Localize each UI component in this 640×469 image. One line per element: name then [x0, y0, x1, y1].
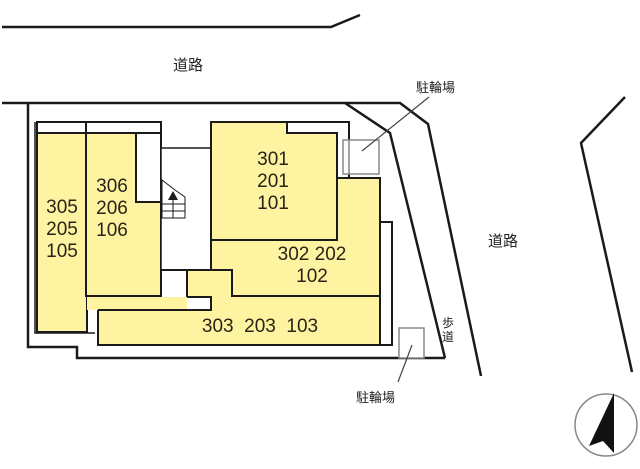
unit-label-north: 301 201 101: [251, 149, 295, 215]
unit-fill-connector: [87, 297, 187, 310]
unit-206: 206: [96, 198, 128, 219]
unit-102: 102: [296, 266, 328, 287]
north-road-label: 道路: [173, 56, 204, 74]
bicycle-parking-south-label: 駐輪場: [356, 391, 396, 406]
unit-303-203-103: 303 203 103: [201, 316, 319, 337]
unit-201: 201: [257, 171, 289, 192]
unit-label-east: 302 202 102: [262, 244, 362, 288]
east-road-label: 道路: [488, 232, 519, 250]
sidewalk-edge: [345, 101, 483, 377]
stairs-up-arrow-icon: [161, 178, 186, 219]
unit-106: 106: [96, 220, 128, 241]
sidewalk-label: 歩 道: [441, 316, 455, 344]
site-boundary-north: [2, 101, 447, 359]
unit-101: 101: [257, 193, 289, 214]
east-road-edge: [579, 96, 634, 373]
unit-301: 301: [257, 149, 289, 170]
site-boundary: [26, 103, 445, 360]
sidewalk-label-bottom: 道: [441, 330, 454, 344]
bicycle-parking-north: [342, 96, 430, 175]
unit-205: 205: [46, 219, 78, 240]
unit-label-west: 305 205 105: [40, 197, 84, 263]
sidewalk-label-top: 歩: [441, 316, 454, 330]
bicycle-parking-south: [397, 327, 425, 383]
north-road-edge: [2, 13, 361, 29]
unit-label-south: 303 203 103: [180, 316, 340, 338]
unit-302-202: 302 202: [277, 244, 347, 265]
bicycle-parking-north-label: 駐輪場: [416, 81, 456, 96]
unit-306: 306: [96, 176, 128, 197]
unit-305: 305: [46, 197, 78, 218]
unit-label-west-inner: 306 206 106: [90, 176, 134, 242]
north-arrow-icon: [574, 393, 638, 457]
unit-105: 105: [46, 241, 78, 262]
